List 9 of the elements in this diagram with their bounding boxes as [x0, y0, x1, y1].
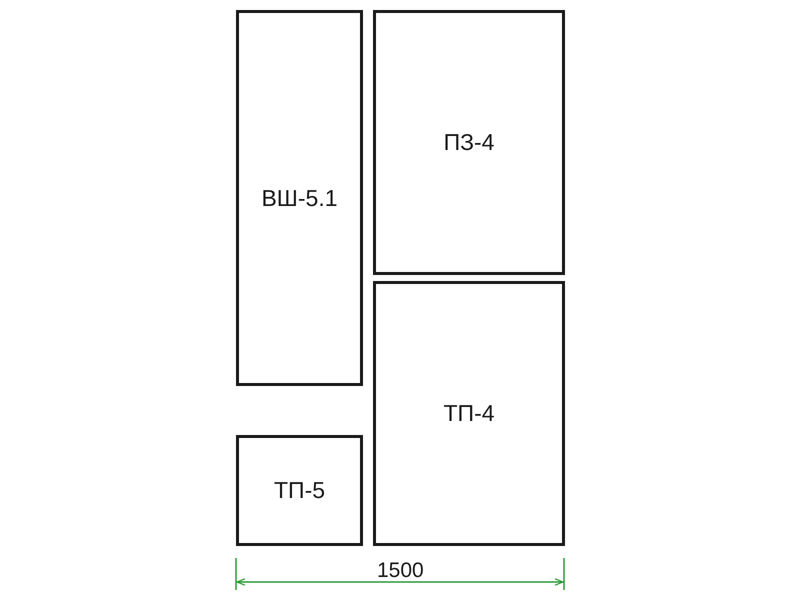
panel-box: [236, 10, 363, 386]
panel-box: [236, 435, 363, 546]
panel-box: [373, 10, 565, 275]
panel-label: ТП-5: [274, 477, 326, 504]
panel-box: [373, 281, 565, 546]
panel-label: ПЗ-4: [444, 129, 494, 156]
panel-label: ВШ-5.1: [261, 184, 338, 212]
dimension-value: 1500: [377, 559, 424, 583]
panel-label: ТП-4: [443, 400, 495, 427]
